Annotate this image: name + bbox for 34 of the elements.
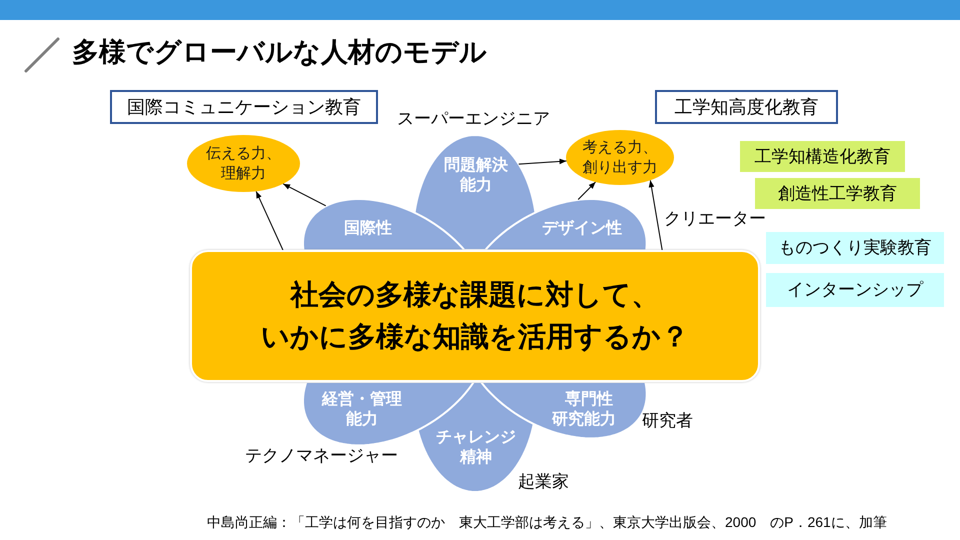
arrow — [578, 182, 596, 200]
arrow — [256, 190, 284, 250]
petal-label: 経営・管理能力 — [320, 390, 403, 430]
petal-label: デザイン性 — [540, 218, 623, 239]
program-label: インターンシップ — [787, 279, 923, 301]
role-label: スーパーエンジニア — [397, 108, 550, 130]
question-banner — [190, 250, 760, 382]
program-label: 工学知構造化教育 — [754, 146, 890, 168]
role-label: 研究者 — [642, 410, 693, 432]
petal-label: 問題解決能力 — [443, 156, 509, 196]
arrow — [648, 180, 663, 250]
ability-label: 伝える力、理解力 — [205, 144, 282, 184]
program-box — [755, 178, 920, 209]
education-label: 工学知高度化教育 — [674, 96, 818, 119]
source-note: 中島尚正編：「工学は何を目指すのか 東大工学部は考える」、東京大学出版会、2000 のP．261に、加筆 — [207, 513, 887, 532]
role-label: クリエーター — [664, 208, 766, 230]
program-label: ものつくり実験教育 — [778, 237, 932, 259]
slide-title: 多様でグローバルな人材のモデル — [72, 36, 487, 69]
question-text: 社会の多様な課題に対して、いかに多様な知識を活用するか？ — [260, 278, 690, 354]
education-box — [110, 90, 378, 124]
ability-label: 考える力、創り出す力 — [582, 138, 658, 178]
role-label: 起業家 — [518, 471, 569, 493]
petal-label: 国際性 — [342, 218, 393, 239]
program-box — [740, 141, 905, 172]
arrow — [518, 158, 567, 165]
arrow — [282, 183, 326, 206]
program-box — [766, 232, 944, 264]
education-label: 国際コミュニケーション教育 — [127, 96, 361, 119]
petal-label: チャレンジ精神 — [435, 428, 517, 468]
program-label: 創造性工学教育 — [778, 182, 897, 204]
petal-label: 専門性研究能力 — [550, 390, 617, 430]
role-label: テクノマネージャー — [245, 445, 398, 467]
education-box — [655, 90, 838, 124]
program-box — [766, 273, 944, 307]
